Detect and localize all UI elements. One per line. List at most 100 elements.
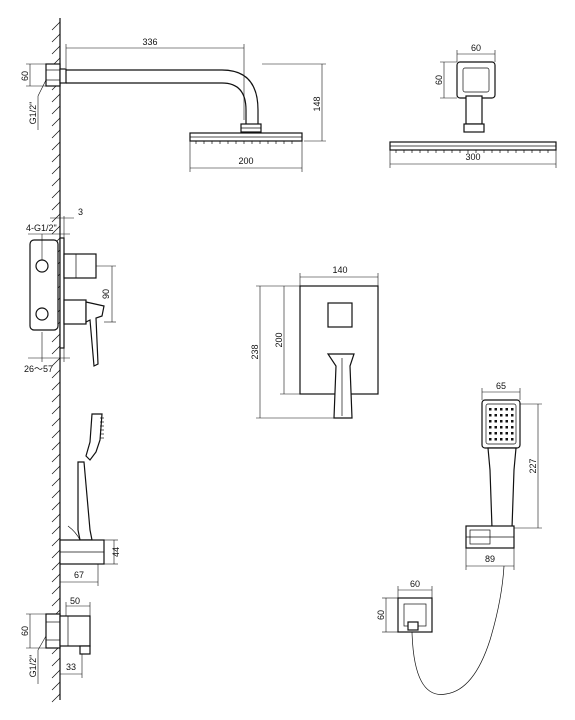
elbow-thread-label: G1/2" <box>28 655 38 678</box>
mixer-plate-width-label: 140 <box>332 265 347 275</box>
nozzle-dot <box>489 438 492 441</box>
wall-hatch-line <box>51 429 61 439</box>
wall-hatch-line <box>51 693 61 703</box>
nozzle-dot <box>505 408 508 411</box>
outlet-height-label: 60 <box>376 610 386 620</box>
wall <box>51 18 61 703</box>
nozzle-dot <box>494 408 497 411</box>
mixer-spacing-label: 90 <box>101 289 111 299</box>
wall-hatch-line <box>51 477 61 487</box>
wall-hatch-line <box>51 525 61 535</box>
arm-thread-label: G1/2" <box>28 102 38 125</box>
nozzle-dot <box>489 426 492 429</box>
nozzle-dot <box>500 420 503 423</box>
plate-width-label: 60 <box>471 43 481 53</box>
shower-head-front-view: 60 60 300 <box>389 43 557 168</box>
wall-hatch-line <box>51 201 61 211</box>
wall-hatch-line <box>51 117 61 127</box>
head-diameter-label: 300 <box>465 152 480 162</box>
elbow-height-label: 60 <box>20 626 30 636</box>
wall-hatch-line <box>51 441 61 451</box>
wall-hatch-line <box>51 657 61 667</box>
nozzle-dot <box>489 420 492 423</box>
wall-hatch-line <box>51 597 61 607</box>
holder-depth-front-label: 89 <box>485 554 495 564</box>
head-width-label: 200 <box>238 156 253 166</box>
wall-hatch-line <box>51 369 61 379</box>
wall-hatch-line <box>51 489 61 499</box>
wall-hatch-line <box>51 465 61 475</box>
wall-hatch-line <box>51 165 61 175</box>
nozzle-dot <box>500 432 503 435</box>
wall-hatch-line <box>51 561 61 571</box>
nozzle-dot <box>500 438 503 441</box>
elbow-width-label: 50 <box>70 596 80 606</box>
hand-head-width-label: 65 <box>496 381 506 391</box>
nozzle-dot <box>505 432 508 435</box>
wall-hatch-line <box>51 357 61 367</box>
wall-hatch-line <box>51 549 61 559</box>
wall-hatch-line <box>51 105 61 115</box>
nozzle-dot <box>494 432 497 435</box>
wall-hatch-line <box>51 141 61 151</box>
wall-hatch-line <box>51 393 61 403</box>
nozzle-dot <box>500 408 503 411</box>
wall-hatch-line <box>51 129 61 139</box>
mixer-front-view: 140 238 200 <box>250 265 379 419</box>
mixer-depth-label: 26～57 <box>24 364 53 374</box>
wall-hatch-line <box>51 453 61 463</box>
mixer-inlet-label: 4-G1/2" <box>26 223 57 233</box>
plate-height-label: 60 <box>434 75 444 85</box>
nozzle-dot <box>489 414 492 417</box>
holder-depth-label: 67 <box>74 570 84 580</box>
wall-hatch-line <box>51 45 61 55</box>
nozzle-dot <box>511 408 514 411</box>
wall-hatch-line <box>51 33 61 43</box>
wall-hatch-line <box>51 189 61 199</box>
hand-shower-front-view: 65 227 89 <box>411 381 542 695</box>
wall-hatch-line <box>51 573 61 583</box>
wall-hatch-line <box>51 417 61 427</box>
nozzle-dot <box>511 420 514 423</box>
nozzle-dot <box>494 420 497 423</box>
wall-hatch-line <box>51 225 61 235</box>
nozzle-dot <box>505 414 508 417</box>
wall-hatch-line <box>51 681 61 691</box>
shower-arm-side-view: 336 60 G1/2" 148 200 <box>20 37 326 172</box>
nozzle-dot <box>489 408 492 411</box>
nozzle-dot <box>511 414 514 417</box>
nozzle-dot <box>511 426 514 429</box>
wall-hatch-line <box>51 537 61 547</box>
mixer-offset-label: 3 <box>78 207 83 217</box>
wall-hatch-line <box>51 177 61 187</box>
wall-hatch-line <box>51 93 61 103</box>
nozzle-dot <box>505 426 508 429</box>
outlet-elbow-side-view: 50 60 G1/2" 33 <box>20 596 91 684</box>
nozzle-dot <box>500 426 503 429</box>
arm-length-label: 336 <box>142 37 157 47</box>
outlet-front-view: 60 60 <box>376 579 433 633</box>
wall-hatch-line <box>51 21 61 31</box>
mixer-plate-height-label: 200 <box>274 332 284 347</box>
mixer-side-view: 3 4-G1/2" 90 26～57 <box>24 207 116 374</box>
nozzle-dot <box>505 438 508 441</box>
nozzle-dot <box>511 432 514 435</box>
wall-hatch-line <box>51 501 61 511</box>
nozzle-dot <box>494 414 497 417</box>
outlet-width-label: 60 <box>410 579 420 589</box>
wall-hatch-line <box>51 153 61 163</box>
hand-shower-side-view: 44 67 <box>59 413 121 586</box>
mixer-overall-height-label: 238 <box>250 344 260 359</box>
elbow-depth-label: 33 <box>66 662 76 672</box>
holder-height-label: 44 <box>111 547 121 557</box>
wall-hatch-line <box>51 333 61 343</box>
nozzle-dot <box>505 420 508 423</box>
wall-hatch-line <box>51 381 61 391</box>
nozzle-dot <box>489 432 492 435</box>
wall-hatch-line <box>51 513 61 523</box>
drop-height-label: 148 <box>312 96 322 111</box>
nozzle-dot <box>511 438 514 441</box>
nozzle-dot <box>494 426 497 429</box>
wall-hatch-line <box>51 405 61 415</box>
